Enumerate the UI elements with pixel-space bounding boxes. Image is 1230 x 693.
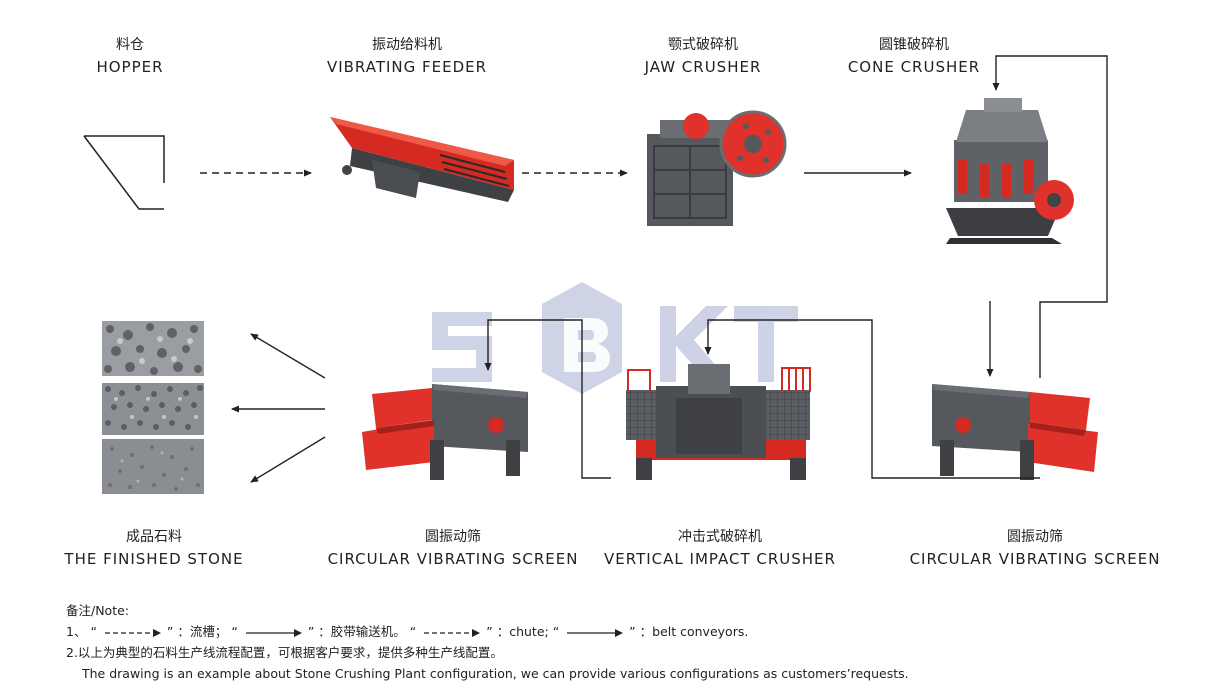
cone-crusher-label: 圆锥破碎机 CONE CRUSHER	[834, 34, 994, 78]
circular-vibrating-screen-right-icon	[932, 384, 1098, 480]
screen-left-label-zh: 圆振动筛	[425, 529, 481, 545]
legend-belt-zh: ：胶带输送机。	[318, 624, 406, 639]
quote-close: ”	[166, 624, 174, 639]
notes-line-1-prefix: 1、	[66, 624, 87, 639]
notes-section: 备注/Note: 1、 “ ” ：流槽； “ ” ：胶带输送机。 “ ” ：ch…	[66, 600, 909, 684]
hopper-label: 料仓 HOPPER	[60, 34, 200, 78]
notes-line-2: 2.以上为典型的石料生产线流程配置，可根据客户要求，提供多种生产线配置。	[66, 645, 503, 660]
finished-stone-sample-2	[102, 383, 204, 435]
quote-open: “	[552, 624, 560, 639]
vibrating-feeder-icon	[330, 117, 514, 202]
legend-belt-en: ：belt conveyors.	[639, 624, 749, 639]
belt-screen-right-return-to-cone	[992, 55, 1108, 378]
belt-screen-left-to-stone-3	[250, 436, 326, 483]
legend-chute-en: ：chute;	[496, 624, 549, 639]
hopper-label-zh: 料仓	[116, 37, 144, 53]
diagram-canvas	[83, 55, 1108, 483]
quote-open: “	[231, 624, 238, 639]
hopper-label-en: HOPPER	[96, 58, 164, 76]
belt-screen-left-to-stone-1	[250, 333, 326, 379]
finished-stone-label-zh: 成品石料	[126, 529, 182, 545]
cone-crusher-label-en: CONE CRUSHER	[847, 58, 981, 76]
circular-vibrating-screen-left-label: 圆振动筛 CIRCULAR VIBRATING SCREEN	[322, 526, 584, 570]
legend-dashed-arrow-icon	[104, 628, 161, 637]
jaw-crusher-label-en: JAW CRUSHER	[644, 58, 762, 76]
impact-crusher-label-en: VERTICAL IMPACT CRUSHER	[604, 550, 836, 568]
screen-right-label-zh: 圆振动筛	[1007, 529, 1063, 545]
vertical-impact-crusher-label: 冲击式破碎机 VERTICAL IMPACT CRUSHER	[596, 526, 844, 570]
vibrating-feeder-label: 振动给料机 VIBRATING FEEDER	[317, 34, 497, 78]
impact-crusher-label-zh: 冲击式破碎机	[678, 529, 762, 545]
finished-stone-sample-3	[102, 439, 204, 494]
legend-chute-zh: ：流槽；	[177, 624, 228, 639]
watermark-logo	[432, 282, 798, 394]
belt-screen-right-to-impact-crusher	[704, 319, 1040, 479]
finished-stone-label-en: THE FINISHED STONE	[64, 550, 244, 568]
belt-impact-crusher-to-screen-left	[484, 319, 611, 479]
notes-title: 备注/Note:	[66, 603, 130, 618]
finished-stone-label: 成品石料 THE FINISHED STONE	[54, 526, 254, 570]
circular-vibrating-screen-right-label: 圆振动筛 CIRCULAR VIBRATING SCREEN	[902, 526, 1168, 570]
screen-left-label-en: CIRCULAR VIBRATING SCREEN	[327, 550, 579, 568]
quote-open: “	[90, 624, 97, 639]
flow-arrows	[200, 55, 1108, 483]
circular-vibrating-screen-left-icon	[362, 384, 528, 480]
legend-solid-arrow-icon	[245, 628, 302, 637]
quote-open: “	[409, 624, 417, 639]
jaw-crusher-label: 颚式破碎机 JAW CRUSHER	[623, 34, 783, 78]
jaw-crusher-label-zh: 颚式破碎机	[668, 37, 738, 53]
jaw-crusher-icon	[647, 110, 787, 226]
notes-line-1: 1、 “ ” ：流槽； “ ” ：胶带输送机。 “ ” ：chute; “ ” …	[66, 621, 909, 642]
vertical-impact-crusher-icon	[626, 364, 811, 480]
notes-line-3: The drawing is an example about Stone Cr…	[82, 666, 909, 681]
hopper-icon	[83, 135, 165, 210]
vibrating-feeder-label-en: VIBRATING FEEDER	[326, 58, 488, 76]
cone-crusher-label-zh: 圆锥破碎机	[879, 37, 949, 53]
legend-solid-arrow-icon	[567, 628, 624, 637]
quote-close: ”	[486, 624, 493, 639]
cone-crusher-icon	[946, 98, 1074, 244]
quote-close: ”	[307, 624, 315, 639]
finished-stone-sample-1	[102, 321, 204, 376]
vibrating-feeder-label-zh: 振动给料机	[372, 37, 442, 53]
quote-close: ”	[629, 624, 636, 639]
screen-right-label-en: CIRCULAR VIBRATING SCREEN	[909, 550, 1161, 568]
legend-dashed-arrow-icon	[424, 628, 481, 637]
